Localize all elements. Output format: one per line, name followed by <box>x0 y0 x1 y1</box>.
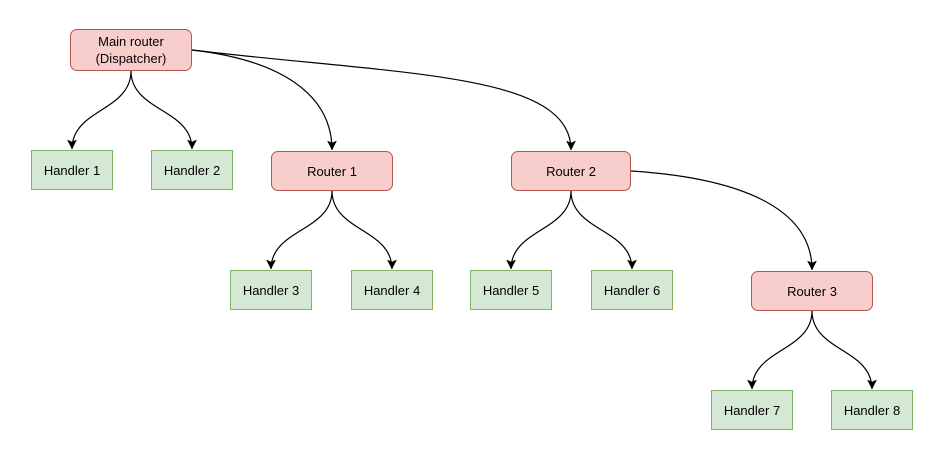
node-router-3: Router 3 <box>751 271 873 311</box>
node-router-2: Router 2 <box>511 151 631 191</box>
node-handler-8: Handler 8 <box>831 390 913 430</box>
node-label: Handler 5 <box>482 282 540 298</box>
edge-router-3-to-handler-7 <box>747 310 813 390</box>
node-label: Router 3 <box>787 283 837 299</box>
edge-router-2-to-handler-6 <box>570 190 637 270</box>
node-label: Handler 4 <box>363 282 421 298</box>
edge-router-2-to-router-3 <box>630 170 817 271</box>
edge-router-3-to-handler-8 <box>811 310 877 390</box>
node-handler-2: Handler 2 <box>151 150 233 190</box>
node-router-1: Router 1 <box>271 151 393 191</box>
node-label: Router 1 <box>307 163 357 179</box>
edge-router-1-to-handler-4 <box>331 190 397 270</box>
node-handler-4: Handler 4 <box>351 270 433 310</box>
node-label: Main router (Dispatcher) <box>95 34 167 66</box>
node-handler-3: Handler 3 <box>230 270 312 310</box>
node-label: Handler 2 <box>163 162 221 178</box>
node-handler-6: Handler 6 <box>591 270 673 310</box>
edge-main-router-to-router-1 <box>191 49 337 151</box>
node-label: Handler 6 <box>603 282 661 298</box>
edge-main-router-to-handler-1 <box>67 70 132 150</box>
node-label: Handler 7 <box>723 402 781 418</box>
node-label: Handler 1 <box>43 162 101 178</box>
node-label: Handler 8 <box>843 402 901 418</box>
node-handler-1: Handler 1 <box>31 150 113 190</box>
edge-main-router-to-router-2 <box>191 49 576 151</box>
edge-router-1-to-handler-3 <box>266 190 333 270</box>
edge-router-2-to-handler-5 <box>506 190 572 270</box>
node-handler-5: Handler 5 <box>470 270 552 310</box>
edge-main-router-to-handler-2 <box>130 70 197 150</box>
node-label: Handler 3 <box>242 282 300 298</box>
node-main-router-dispatcher: Main router (Dispatcher) <box>70 29 192 71</box>
node-label: Router 2 <box>546 163 596 179</box>
node-handler-7: Handler 7 <box>711 390 793 430</box>
